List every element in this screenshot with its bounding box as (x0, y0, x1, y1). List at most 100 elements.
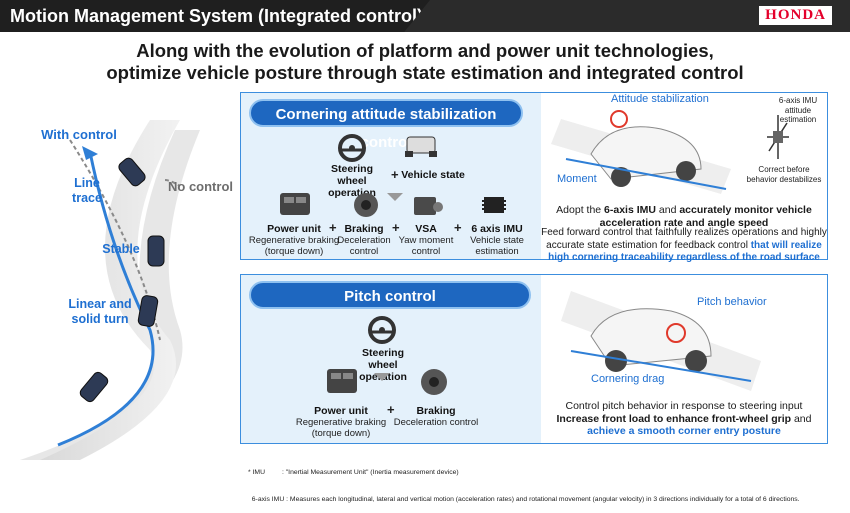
pitch-panel: Pitch control Steering wheel operation P… (240, 274, 828, 444)
correct-before-label: Correct before behavior destabilizes (741, 165, 827, 184)
plus-sign: + (329, 220, 337, 235)
desc-text: and (655, 204, 680, 216)
desc-text: acceleration rate and angle speed (599, 216, 769, 229)
stable-label: Stable (102, 242, 140, 256)
component-desc: Vehicle state (470, 235, 524, 246)
car-attitude-illustration (551, 110, 731, 194)
no-control-label: No control (168, 179, 233, 194)
cornering-title-pill: Cornering attitude stabilization control (249, 99, 523, 151)
desc-text: Control pitch behavior in response to st… (565, 400, 803, 412)
component-name: Braking (344, 223, 384, 235)
cornering-description-a: Adopt the 6-axis IMU and accurately moni… (541, 204, 827, 229)
pitch-illustration: Pitch behavior Cornering drag Control pi… (541, 275, 827, 443)
component-desc: control (349, 246, 379, 257)
header-bar: Motion Management System (Integrated con… (0, 0, 850, 32)
brake-disc-icon (354, 193, 378, 217)
pitch-title-pill: Pitch control (249, 281, 531, 309)
desc-text: Adopt the (556, 204, 605, 216)
moment-label: Moment (557, 173, 597, 185)
component-name: Power unit (314, 405, 368, 417)
footnote-line-2: 6-axis IMU : Measures each longitudinal,… (248, 496, 800, 503)
page-title: Motion Management System (Integrated con… (0, 0, 430, 32)
component-desc: control (411, 246, 441, 257)
road-curve-graphic (20, 120, 200, 460)
car-pitch-illustration (561, 291, 761, 391)
desc-text: accurate state estimation for feedback c… (546, 239, 751, 251)
component-desc: Regenerative braking (295, 417, 387, 428)
power-unit-icon (280, 193, 310, 215)
component-vsa: VSA Yaw moment control (395, 223, 457, 257)
plus-sign: + (392, 220, 400, 235)
headline-line-1: Along with the evolution of platform and… (136, 40, 714, 61)
component-braking: Braking Deceleration control (333, 223, 395, 257)
component-name: Power unit (267, 223, 321, 235)
component-power-unit: Power unit Regenerative braking (torque … (291, 405, 391, 439)
desc-text: achieve a smooth corner entry posture (587, 425, 781, 437)
vsa-unit-icon (414, 197, 443, 215)
linear-turn-line-1: Linear and (68, 297, 132, 311)
plus-sign: + (454, 220, 462, 235)
desc-text: Increase front load to enhance front-whe… (556, 412, 792, 425)
cornering-description-b: Feed forward control that faithfully rea… (541, 227, 827, 265)
component-power-unit: Power unit Regenerative braking (torque … (247, 223, 341, 257)
desc-text: that will realize (750, 239, 822, 251)
vehicle-state-icon (405, 136, 437, 157)
pitch-description: Control pitch behavior in response to st… (541, 400, 827, 438)
component-desc: estimation (475, 246, 519, 257)
down-arrow-icon (374, 373, 390, 381)
line-trace-line-1: Line (74, 176, 100, 190)
component-desc: Deceleration control (393, 417, 479, 428)
road-diagram: With control No control Line trace Stabl… (0, 100, 240, 460)
desc-text: accurately monitor vehicle (679, 204, 812, 216)
vehicle-state-text: Vehicle state (401, 169, 465, 181)
component-imu: 6 axis IMU Vehicle state estimation (463, 223, 531, 257)
desc-text: 6-axis IMU (604, 204, 656, 216)
component-desc: Yaw moment (398, 235, 454, 246)
cornering-drag-label: Cornering drag (591, 373, 665, 385)
linear-turn-line-2: solid turn (71, 312, 129, 326)
steering-wheel-icon (368, 316, 396, 344)
component-desc: (torque down) (311, 428, 371, 439)
vehicle-state-label: Vehicle state (401, 169, 465, 181)
steering-label-line-1: Steering wheel (361, 347, 404, 371)
plus-sign: + (391, 167, 399, 182)
desc-text: Feed forward control that faithfully rea… (541, 227, 827, 238)
down-arrow-icon (387, 193, 403, 201)
component-desc: (torque down) (264, 246, 324, 257)
line-trace-label: Line trace (62, 176, 112, 206)
imu-chip-icon (482, 197, 506, 213)
steering-input-label: Steering wheel operation (347, 347, 419, 383)
power-unit-icon (327, 369, 357, 393)
imu-label-line: 6-axis IMU (778, 96, 818, 105)
component-desc: Deceleration (337, 235, 391, 246)
imu-axes-icon (767, 115, 789, 159)
headline: Along with the evolution of platform and… (0, 40, 850, 84)
component-name: 6 axis IMU (471, 223, 523, 235)
headline-line-2: optimize vehicle posture through state e… (106, 62, 744, 83)
plus-sign: + (387, 402, 395, 417)
imu-label-line: estimation (779, 115, 817, 124)
steering-wheel-icon (338, 134, 366, 162)
footnote-line-1: * IMU : "Inertial Measurement Unit" (Ine… (248, 469, 459, 476)
with-control-label: With control (41, 127, 117, 142)
correct-label-line: Correct before (758, 165, 810, 174)
desc-text: high cornering traceability regardless o… (548, 252, 820, 263)
component-braking: Braking Deceleration control (391, 405, 481, 428)
correct-label-line: behavior destabilizes (746, 174, 822, 184)
component-name: VSA (415, 223, 437, 235)
line-trace-line-2: trace (72, 191, 102, 205)
attitude-stabilization-label: Attitude stabilization (611, 93, 709, 105)
cornering-panel: Cornering attitude stabilization control… (240, 92, 828, 263)
component-name: Braking (416, 405, 456, 417)
steering-label-line-1: Steering wheel (330, 163, 373, 187)
imu-estimation-label: 6-axis IMU attitude estimation (773, 96, 823, 125)
honda-logo: HONDA (759, 6, 832, 25)
pitch-behavior-label: Pitch behavior (697, 296, 767, 308)
footnote: * IMU : "Inertial Measurement Unit" (Ine… (248, 450, 800, 513)
component-desc: Regenerative braking (248, 235, 340, 246)
imu-label-line: attitude (784, 105, 812, 115)
desc-text: and (791, 412, 812, 425)
brake-disc-icon (421, 369, 447, 395)
cornering-illustration: Attitude stabilization Moment 6-axis IMU… (541, 93, 827, 263)
linear-turn-label: Linear and solid turn (62, 297, 138, 327)
